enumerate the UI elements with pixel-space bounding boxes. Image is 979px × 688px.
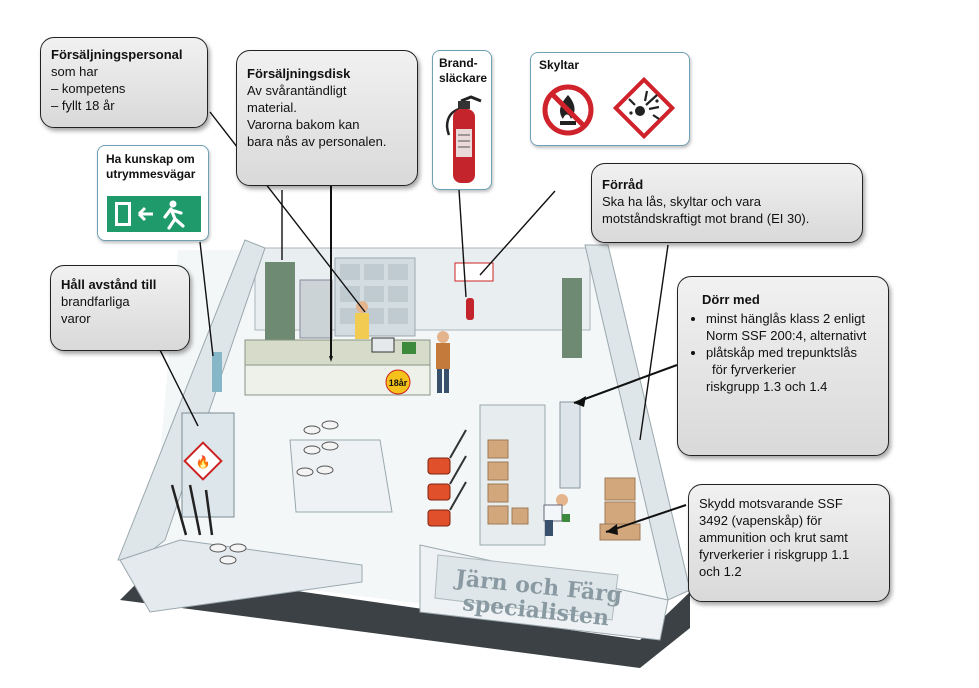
callout-salesperson: Försäljningspersonal som har – kompetens… bbox=[40, 37, 208, 128]
sign-extinguisher: Brand- släckare bbox=[432, 50, 492, 190]
salesperson-figure bbox=[355, 301, 369, 339]
callout-door-tail: för fyrverkerier bbox=[712, 362, 796, 377]
callout-salesperson-title: Försäljningspersonal bbox=[51, 47, 183, 62]
sign-warnings-title: Skyltar bbox=[539, 58, 580, 72]
front-wall-left bbox=[119, 539, 363, 613]
sign-escape-title: Ha kunskap om utrymmesvägar bbox=[106, 152, 196, 181]
callout-salesperson-line: som har bbox=[51, 64, 98, 79]
customer-figure bbox=[436, 331, 450, 393]
wall-warning-sign bbox=[454, 262, 494, 282]
pointer-distance bbox=[159, 349, 199, 427]
callout-protection-line: ammunition och krut samt bbox=[699, 530, 848, 545]
lawn-mowers bbox=[427, 457, 451, 527]
callout-door-tail: riskgrupp 1.3 och 1.4 bbox=[706, 379, 828, 394]
callout-storage-line: motståndskraftigt mot brand (EI 30). bbox=[602, 211, 810, 226]
sign-extinguisher-title: Brand- släckare bbox=[439, 56, 488, 85]
paint-display bbox=[289, 439, 393, 513]
callout-storage-line: Ska ha lås, skyltar och vara bbox=[602, 194, 761, 209]
bottle-cabinet bbox=[265, 262, 295, 342]
cash-register bbox=[371, 337, 395, 353]
callout-protection-line: 3492 (vapenskåp) för bbox=[699, 513, 822, 528]
pointer-salesperson bbox=[209, 111, 366, 313]
pointer-storage bbox=[639, 244, 669, 441]
age-badge bbox=[385, 369, 411, 395]
callout-protection: Skydd motsvarande SSF 3492 (vapenskåp) f… bbox=[688, 484, 890, 602]
pointer-extinguisher bbox=[458, 189, 467, 298]
no-open-flame-icon bbox=[542, 84, 594, 136]
explosive-hazard-icon bbox=[613, 77, 675, 139]
callout-counter-line: material. bbox=[247, 100, 297, 115]
callout-distance-line: brandfarliga bbox=[61, 294, 130, 309]
storage-cabinet bbox=[559, 401, 581, 489]
emergency-exit-window bbox=[212, 352, 222, 392]
callout-door-bullet: minst hänglås klass 2 enligt Norm SSF 20… bbox=[706, 310, 878, 344]
callout-protection-line: Skydd motsvarande SSF bbox=[699, 496, 843, 511]
storage-worker-figure bbox=[543, 494, 570, 536]
wall-extinguisher bbox=[466, 298, 474, 320]
callout-storage-title: Förråd bbox=[602, 177, 644, 192]
callout-salesperson-line: – kompetens bbox=[51, 81, 126, 96]
emergency-exit-icon bbox=[107, 196, 201, 232]
sign-warnings: Skyltar bbox=[530, 52, 690, 146]
callout-door-bullet: plåtskåp med trepunktslås bbox=[706, 344, 878, 361]
callout-protection-line: fyrverkerier i riskgrupp 1.1 bbox=[699, 547, 850, 562]
sign-escape-routes: Ha kunskap om utrymmesvägar bbox=[97, 145, 209, 241]
callout-door-list: minst hänglås klass 2 enligt Norm SSF 20… bbox=[688, 310, 878, 361]
age-badge-text: 18år bbox=[389, 378, 408, 388]
callout-counter-line: Varorna bakom kan bbox=[247, 117, 360, 132]
pointer-protection bbox=[605, 504, 687, 533]
pointer-escape bbox=[199, 241, 214, 357]
callout-counter: Försäljningsdisk Av svårantändligt mater… bbox=[236, 50, 418, 186]
callout-door: Dörr med minst hänglås klass 2 enligt No… bbox=[677, 276, 889, 456]
fire-extinguisher-icon bbox=[445, 95, 482, 183]
callout-distance-title: Håll avstånd till bbox=[61, 277, 157, 292]
callout-counter-line: Av svårantändligt bbox=[247, 83, 347, 98]
flammable-symbol: 🔥 bbox=[196, 455, 211, 469]
callout-distance-line: varor bbox=[61, 311, 91, 326]
callout-distance: Håll avstånd till brandfarliga varor bbox=[50, 265, 190, 351]
callout-counter-line: bara nås av personalen. bbox=[247, 134, 387, 149]
callout-protection-line: och 1.2 bbox=[699, 564, 742, 579]
pointer-door bbox=[573, 364, 678, 404]
callout-salesperson-line: – fyllt 18 år bbox=[51, 98, 115, 113]
pointer-warnings bbox=[479, 190, 556, 276]
callout-door-title: Dörr med bbox=[702, 292, 760, 307]
callout-counter-title: Försäljningsdisk bbox=[247, 66, 351, 81]
callout-storage: Förråd Ska ha lås, skyltar och vara mots… bbox=[591, 163, 863, 243]
